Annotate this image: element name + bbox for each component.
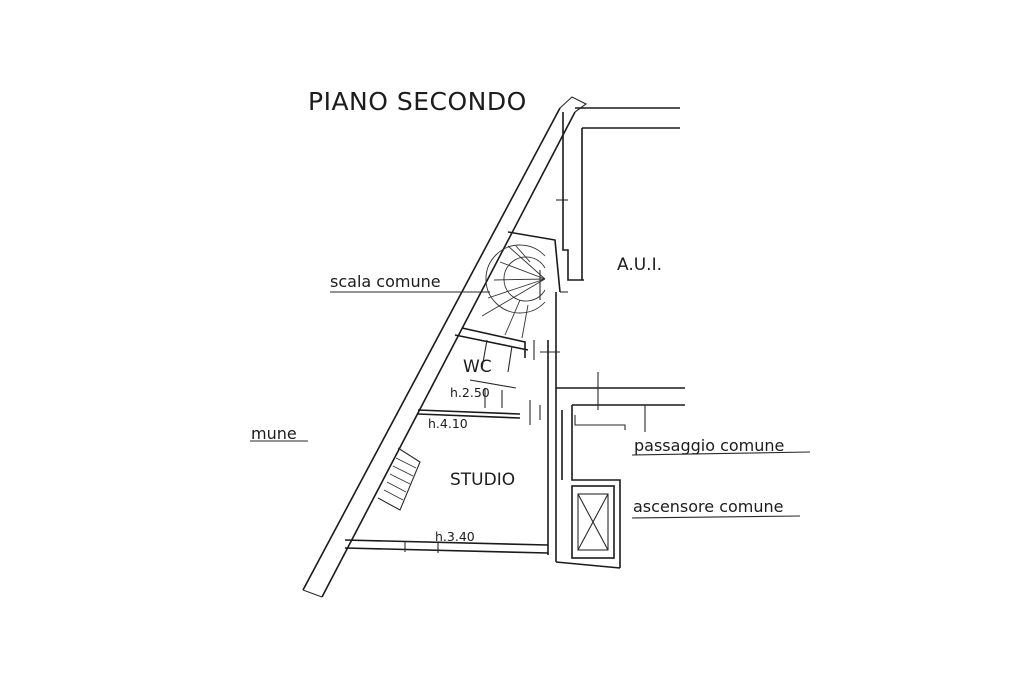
height-label-studio: h.3.40 — [435, 529, 475, 544]
callout-leaders — [250, 291, 811, 519]
passage-block — [555, 372, 685, 569]
height-label-wc: h.2.50 — [450, 385, 490, 400]
spiral-stair — [481, 244, 546, 339]
callout-partial: mune — [251, 424, 297, 443]
lift-shaft — [571, 485, 615, 559]
callout-lift: ascensore comune — [633, 497, 784, 516]
stair-enclosure — [461, 231, 568, 358]
central-wall — [529, 292, 557, 562]
top-wall — [556, 107, 680, 281]
room-label-wc: WC — [463, 357, 492, 377]
room-label-aui: A.U.I. — [617, 255, 662, 275]
height-label-upper: h.4.10 — [428, 416, 468, 431]
studio-stair — [377, 447, 421, 511]
room-label-studio: STUDIO — [450, 470, 515, 490]
wc-room-walls — [454, 334, 560, 408]
callout-stair: scala comune — [330, 272, 441, 291]
studio-bottom-wall — [344, 539, 549, 554]
callout-passage: passaggio comune — [634, 436, 784, 455]
outer-diagonal-wall — [302, 96, 588, 598]
plan-title: PIANO SECONDO — [308, 87, 527, 116]
studio-top-wall — [417, 409, 521, 419]
